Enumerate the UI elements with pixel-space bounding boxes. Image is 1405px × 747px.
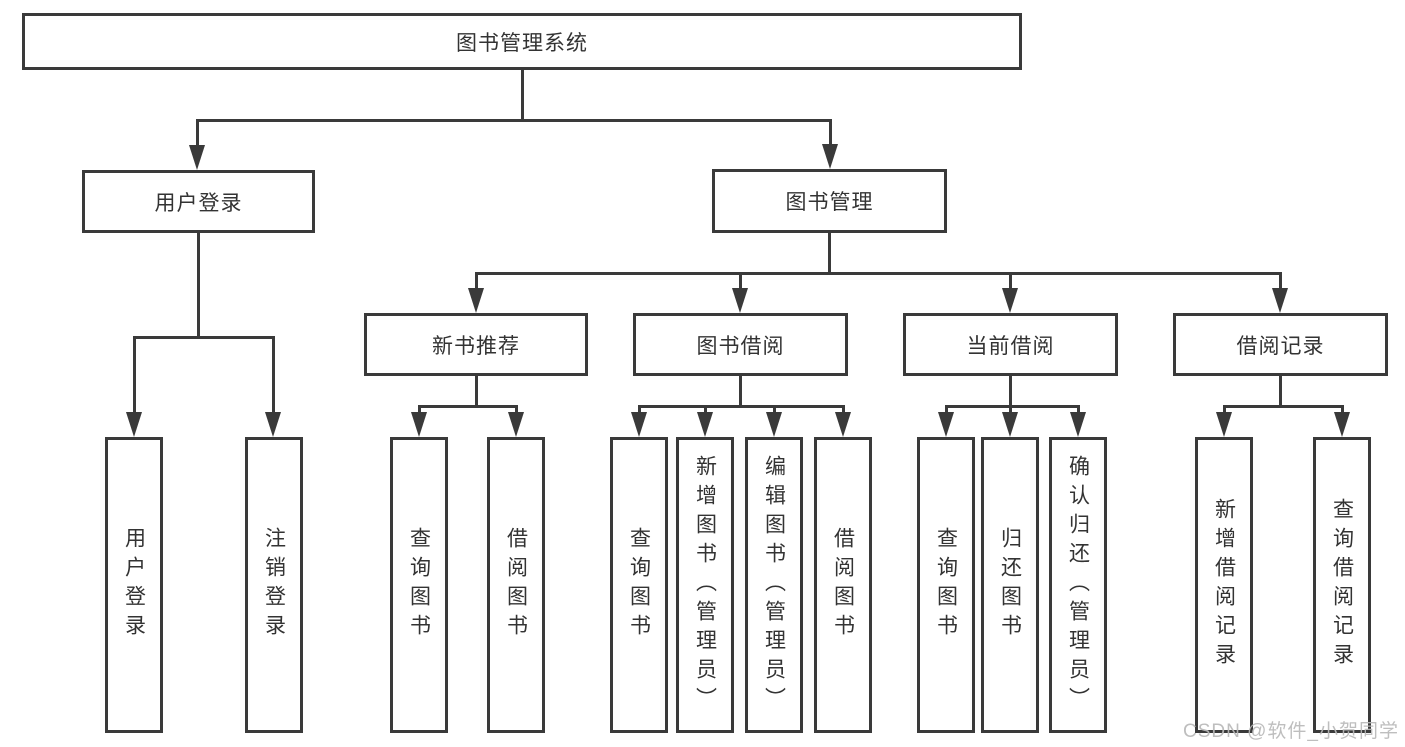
leaf-user-login: 用户登录: [105, 437, 163, 733]
leaf-add-borrow-record: 新增借阅记录: [1195, 437, 1253, 733]
node-borrowing-records: 借阅记录: [1173, 313, 1388, 376]
leaf-label: 新增图书（管理员）: [693, 454, 717, 716]
connector-line: [196, 121, 199, 158]
connector-line: [475, 376, 478, 405]
node-label: 借阅记录: [1236, 334, 1325, 358]
connector-line: [638, 405, 845, 408]
leaf-query-books-2: 查询图书: [610, 437, 668, 733]
node-library-system: 图书管理系统: [22, 13, 1022, 70]
arrow-down-icon: [1070, 412, 1086, 437]
leaf-label: 查询图书: [407, 527, 431, 643]
connector-line: [133, 336, 275, 339]
connector-line: [1223, 405, 1344, 408]
leaf-query-books-3: 查询图书: [917, 437, 975, 733]
arrow-down-icon: [189, 145, 205, 170]
arrow-down-icon: [732, 288, 748, 313]
arrow-down-icon: [835, 412, 851, 437]
connector-line: [739, 376, 742, 405]
leaf-label: 查询借阅记录: [1330, 498, 1354, 672]
arrow-down-icon: [1002, 288, 1018, 313]
arrow-down-icon: [631, 412, 647, 437]
leaf-return-books: 归还图书: [981, 437, 1039, 733]
leaf-borrow-books-2: 借阅图书: [814, 437, 872, 733]
leaf-label: 确认归还（管理员）: [1066, 454, 1090, 716]
leaf-label: 编辑图书（管理员）: [762, 454, 786, 716]
leaf-query-borrow-record: 查询借阅记录: [1313, 437, 1371, 733]
connector-line: [945, 405, 1080, 408]
connector-line: [133, 338, 136, 425]
arrow-down-icon: [508, 412, 524, 437]
leaf-logout: 注销登录: [245, 437, 303, 733]
connector-line: [1279, 274, 1282, 301]
leaf-label: 借阅图书: [504, 527, 528, 643]
node-user-login: 用户登录: [82, 170, 315, 233]
leaf-label: 查询图书: [627, 527, 651, 643]
connector-line: [1279, 376, 1282, 405]
arrow-down-icon: [126, 412, 142, 437]
leaf-label: 新增借阅记录: [1212, 498, 1236, 672]
watermark: CSDN @软件_小贺同学: [1183, 721, 1399, 742]
arrow-down-icon: [1216, 412, 1232, 437]
node-label: 图书管理: [785, 191, 874, 214]
connector-line: [418, 405, 518, 408]
connector-line: [521, 70, 524, 119]
leaf-label: 查询图书: [934, 527, 958, 643]
node-book-management: 图书管理: [712, 169, 947, 233]
arrow-down-icon: [468, 288, 484, 313]
leaf-label: 注销登录: [262, 527, 286, 643]
connector-line: [272, 338, 275, 425]
arrow-down-icon: [1272, 288, 1288, 313]
arrow-down-icon: [1334, 412, 1350, 437]
connector-line: [739, 274, 742, 301]
connector-line: [1009, 376, 1012, 405]
leaf-borrow-books-1: 借阅图书: [487, 437, 545, 733]
node-book-borrowing: 图书借阅: [633, 313, 848, 376]
node-label: 新书推荐: [432, 334, 520, 358]
connector-line: [828, 233, 831, 272]
arrow-down-icon: [265, 412, 281, 437]
leaf-label: 借阅图书: [831, 527, 855, 643]
connector-line: [475, 272, 1282, 275]
node-new-book-recommendation: 新书推荐: [364, 313, 588, 376]
connector-line: [197, 233, 200, 336]
arrow-down-icon: [938, 412, 954, 437]
arrow-down-icon: [766, 412, 782, 437]
connector-line: [475, 274, 478, 301]
leaf-edit-books-admin: 编辑图书（管理员）: [745, 437, 803, 733]
node-label: 图书管理系统: [456, 31, 588, 55]
leaf-label: 用户登录: [122, 527, 146, 643]
arrow-down-icon: [411, 412, 427, 437]
node-label: 当前借阅: [966, 334, 1055, 358]
connector-line: [829, 121, 832, 157]
leaf-label: 归还图书: [998, 527, 1022, 643]
node-label: 用户登录: [154, 191, 243, 215]
leaf-add-books-admin: 新增图书（管理员）: [676, 437, 734, 733]
node-current-borrowing: 当前借阅: [903, 313, 1118, 376]
arrow-down-icon: [822, 144, 838, 169]
node-label: 图书借阅: [696, 334, 785, 358]
connector-line: [196, 119, 832, 122]
connector-line: [1009, 274, 1012, 301]
arrow-down-icon: [697, 412, 713, 437]
leaf-confirm-return-admin: 确认归还（管理员）: [1049, 437, 1107, 733]
leaf-query-books-1: 查询图书: [390, 437, 448, 733]
arrow-down-icon: [1002, 412, 1018, 437]
